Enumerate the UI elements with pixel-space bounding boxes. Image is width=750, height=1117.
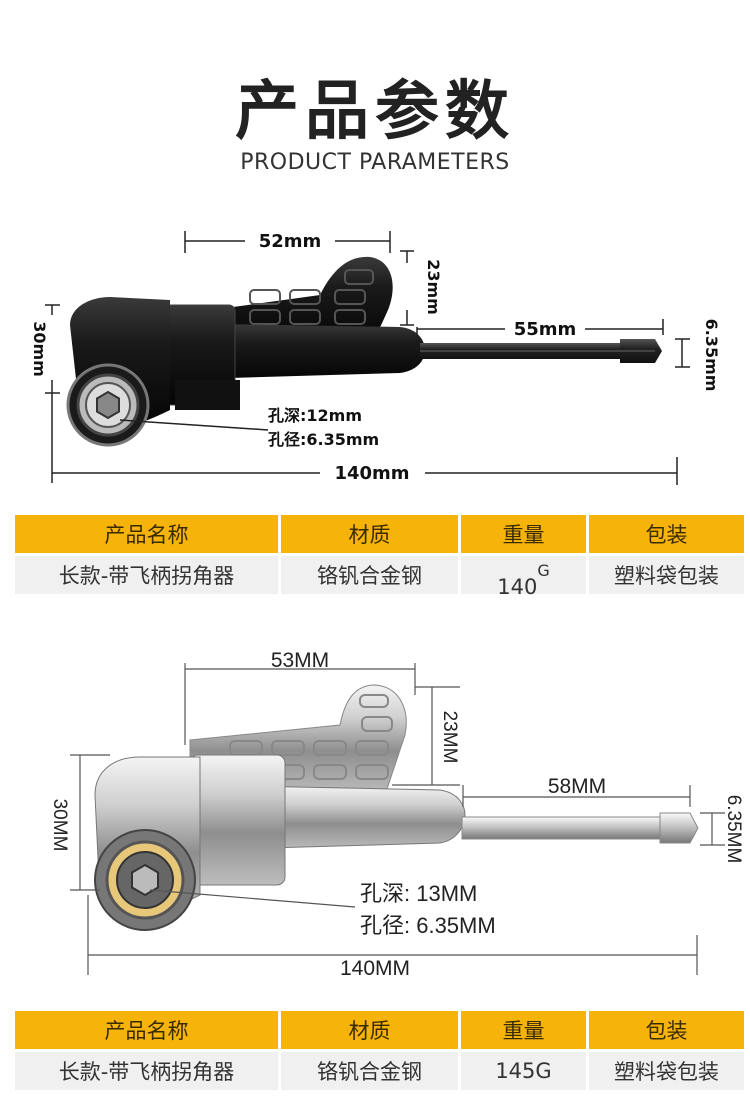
cell-material: 铬钒合金钢: [281, 556, 458, 594]
product2-shank: [461, 816, 668, 840]
cell-weight: 140G: [461, 556, 586, 599]
header-weight: 重量: [461, 1011, 586, 1049]
product1-spec-table: 产品名称 材质 重量 包装 长款-带飞柄拐角器 铬钒合金钢 140G 塑料袋包装: [12, 512, 747, 599]
p1-dim-head: 30mm: [30, 321, 49, 377]
header-material: 材质: [281, 515, 458, 553]
cell-name: 长款-带飞柄拐角器: [15, 556, 278, 594]
p1-dim-total: 140mm: [334, 463, 409, 484]
header-material: 材质: [281, 1011, 458, 1049]
product2-spec-table: 产品名称 材质 重量 包装 长款-带飞柄拐角器 铬钒合金钢 145G 塑料袋包装: [12, 1008, 747, 1093]
weight-unit: G: [537, 561, 550, 580]
table-header-row: 产品名称 材质 重量 包装: [15, 1011, 744, 1049]
cell-weight: 145G: [461, 1052, 586, 1090]
table-row: 长款-带飞柄拐角器 铬钒合金钢 145G 塑料袋包装: [15, 1052, 744, 1090]
cell-material: 铬钒合金钢: [281, 1052, 458, 1090]
table-row: 长款-带飞柄拐角器 铬钒合金钢 140G 塑料袋包装: [15, 556, 744, 599]
p2-dim-diameter: 6.35MM: [723, 795, 744, 864]
product1-diagram: 52mm 23mm 55mm 6.35mm 30mm 140mm 孔深:12mm…: [30, 231, 721, 485]
cell-packaging: 塑料袋包装: [589, 556, 744, 594]
p2-dim-total: 140MM: [340, 957, 410, 980]
p2-dim-shank: 58MM: [548, 775, 606, 798]
header-packaging: 包装: [589, 1011, 744, 1049]
header-weight: 重量: [461, 515, 586, 553]
p2-hole-depth: 孔深: 13MM: [360, 881, 477, 906]
p1-hole-diameter: 孔径:6.35mm: [268, 430, 379, 449]
weight-number: 140: [497, 575, 538, 599]
p2-dim-top: 53MM: [271, 649, 329, 672]
p1-dim-diameter: 6.35mm: [702, 319, 721, 392]
p2-hole-diameter: 孔径: 6.35MM: [360, 913, 496, 938]
cell-packaging: 塑料袋包装: [589, 1052, 744, 1090]
header-packaging: 包装: [589, 515, 744, 553]
p1-hole-depth: 孔深:12mm: [268, 406, 362, 425]
header-name: 产品名称: [15, 1011, 278, 1049]
page-title: 产品参数: [235, 75, 515, 149]
p2-dim-handle: 23MM: [439, 711, 460, 764]
p1-dim-handle: 23mm: [424, 259, 443, 315]
p1-dim-top: 52mm: [259, 231, 322, 252]
header-name: 产品名称: [15, 515, 278, 553]
p2-dim-head: 30MM: [49, 799, 70, 852]
cell-name: 长款-带飞柄拐角器: [15, 1052, 278, 1090]
product2-diagram: 53MM 23MM 58MM 6.35MM 30MM 140MM 孔深: 13M…: [49, 649, 744, 980]
table-header-row: 产品名称 材质 重量 包装: [15, 515, 744, 553]
page-subtitle: PRODUCT PARAMETERS: [240, 150, 510, 175]
p1-dim-shank: 55mm: [514, 319, 577, 340]
